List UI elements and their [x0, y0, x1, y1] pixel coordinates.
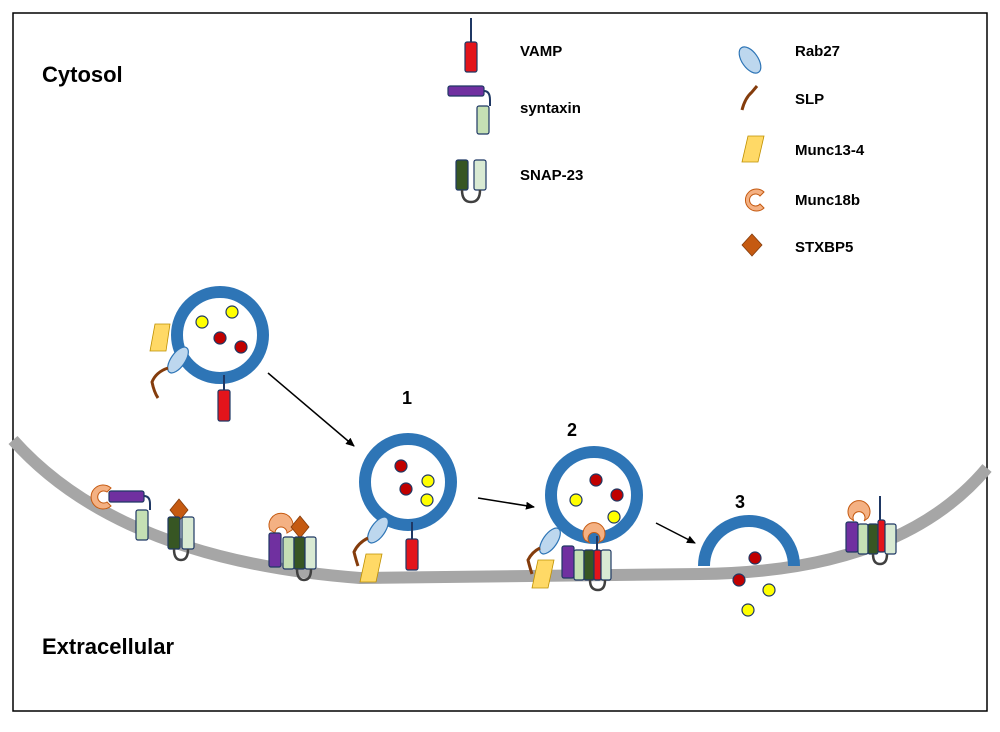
- vesicle-free: [149, 286, 269, 422]
- arrow-to-step-3: [655, 522, 696, 544]
- complex-munc18-syntaxin-snap23-stxbp5: [268, 512, 317, 582]
- arrow-to-step-2: [477, 497, 535, 510]
- step-3-label: 3: [735, 492, 745, 512]
- legend-slp-label: SLP: [795, 91, 824, 108]
- legend-snap23-icon: [455, 159, 487, 204]
- legend-vamp-icon: [464, 18, 478, 73]
- diagram-frame: [12, 12, 988, 712]
- legend-slp-icon: [740, 85, 759, 111]
- legend-munc18-label: Munc18b: [795, 192, 860, 209]
- legend-munc13-icon: [741, 135, 765, 163]
- step-1-label: 1: [402, 388, 412, 408]
- legend-rab27-icon: [738, 46, 762, 74]
- complex-stxbp5-snap23: [167, 498, 195, 562]
- legend-syntaxin-label: syntaxin: [520, 100, 581, 117]
- legend-rab27-label: Rab27: [795, 43, 840, 60]
- vesicle-step-2: [526, 446, 643, 592]
- legend-munc18-icon: [745, 188, 765, 212]
- legend-stxbp5-label: STXBP5: [795, 239, 853, 256]
- legend-syntaxin-icon: [447, 85, 491, 135]
- legend-snap23-label: SNAP-23: [520, 167, 583, 184]
- legend-stxbp5-icon: [741, 233, 763, 257]
- vesicle-step-3-fused: [698, 515, 800, 617]
- complex-cis-snare: [845, 496, 897, 566]
- legend-vamp-label: VAMP: [520, 43, 562, 60]
- cytosol-label: Cytosol: [42, 62, 123, 87]
- arrow-to-step-1: [267, 372, 355, 447]
- complex-munc18-syntaxin: [90, 484, 151, 541]
- vesicle-step-1: [352, 433, 457, 583]
- step-2-label: 2: [567, 420, 577, 440]
- legend-munc13-label: Munc13-4: [795, 142, 865, 159]
- extracellular-label: Extracellular: [42, 634, 175, 659]
